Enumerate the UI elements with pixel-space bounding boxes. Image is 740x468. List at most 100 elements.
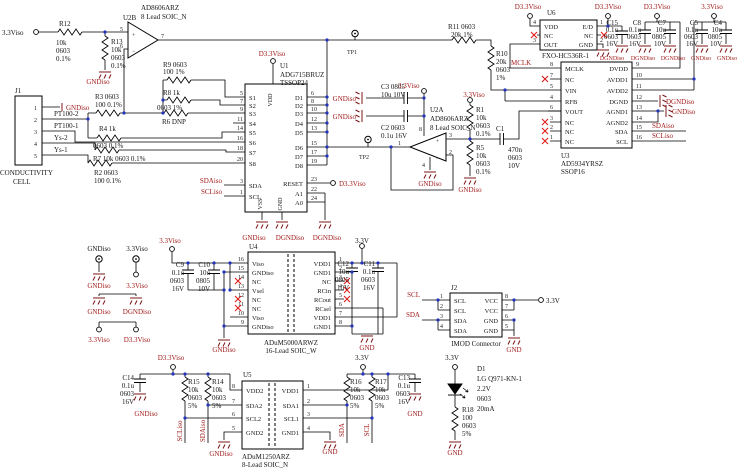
schematic-label: NC [565, 120, 574, 127]
schematic-label: DGNDiso [666, 98, 695, 106]
schematic-label: 10u [339, 268, 350, 276]
schematic-label: C10 [198, 261, 210, 269]
schematic-label: 13 [636, 105, 642, 111]
resistor-r8 [166, 96, 192, 104]
schematic-label: SDA [249, 183, 262, 190]
schematic-label: 3.3Viso [88, 336, 110, 344]
schematic-label: 11 [237, 117, 243, 123]
schematic-label: 1 [600, 20, 603, 26]
schematic-label: 0805 [708, 33, 723, 41]
schematic-label: TSSOP24 [280, 79, 309, 87]
schematic-label: 15 [636, 125, 642, 131]
schematic-label: 1 [307, 384, 310, 390]
schematic-label: AGND2 [606, 120, 628, 127]
schematic-label: R10 [496, 50, 508, 58]
schematic-label: 14 [238, 275, 244, 281]
schematic-label: 3.3Viso [126, 245, 148, 253]
schematic-label: NC [565, 129, 574, 136]
schematic-label: 0603 [496, 66, 511, 74]
schematic-label: 4 [533, 20, 536, 26]
schematic-label: 0.1u [686, 26, 699, 34]
schematic-label: MCLK [565, 66, 584, 73]
schematic-label: GNDiso [418, 180, 442, 188]
led-d1: D1 [477, 365, 486, 373]
schematic-label: 3.3V [355, 354, 369, 362]
schematic-label: 0603 [476, 160, 491, 168]
schematic-label: GNDiso [252, 324, 274, 331]
schematic-label: ADG715BRUZ [280, 71, 324, 79]
schematic-label: GNDiso [87, 282, 111, 290]
schematic-label: 0603 [476, 122, 491, 130]
schematic-label: 5 [34, 154, 37, 160]
schematic-label: 0603 [684, 33, 699, 41]
schematic-label: 10k [476, 114, 487, 122]
schematic-label: GNDiso [134, 410, 158, 418]
schematic-label: 4 [422, 163, 425, 169]
schematic-label: 3 [339, 275, 342, 281]
schematic-label: 16V [629, 40, 641, 48]
schematic-label: SCL [454, 298, 466, 305]
schematic-label: GNDiso [87, 245, 111, 253]
wires-u3 [509, 22, 695, 142]
schematic-label: 13 [238, 284, 244, 290]
schematic-label: VDD1 [282, 388, 299, 395]
schematic-label: 4 [440, 324, 443, 330]
schematic-label: 8 [419, 127, 422, 133]
schematic-label: 5 [505, 324, 508, 330]
port-3v3viso: 3.3Viso [2, 29, 24, 37]
schematic-label: 3 [550, 116, 553, 122]
connector-j1: J1 [15, 87, 22, 95]
schematic-label: 0.1u [606, 26, 619, 34]
schematic-label: 3.3Viso [126, 282, 148, 290]
schematic-label: R14 [212, 378, 224, 386]
schematic-label: R15 [188, 378, 200, 386]
schematic-label: 9 [240, 107, 243, 113]
schematic-label: C3 0805 [381, 83, 405, 91]
schematic-label: C2 0603 [381, 124, 405, 132]
schematic-label: 5% [350, 402, 360, 410]
resistor-r13 [101, 35, 109, 61]
schematic-label: DGNDiso [313, 234, 342, 242]
schematic-label: D8 [295, 163, 303, 170]
schematic-label: GND [506, 346, 521, 354]
schematic-label: PT100-2 [54, 110, 79, 118]
schematic-label: 5 [120, 27, 123, 33]
schematic-label: 10u 10V [381, 91, 405, 99]
schematic-label: NC [322, 279, 331, 286]
schematic-label: E/D [583, 24, 594, 31]
resistor-r3 [95, 109, 121, 117]
schematic-label: S7 [249, 150, 257, 157]
schematic-label: D3.3Viso [124, 336, 151, 344]
schematic-label: 23 [311, 177, 317, 183]
schematic-label: − [436, 156, 440, 162]
schematic-label: GNDiso [458, 186, 482, 194]
wire-layer [38, 19, 727, 443]
schematic-label: 1 [440, 294, 443, 300]
schematic-label: 0805 [196, 277, 211, 285]
capacitor-c13 [408, 378, 422, 383]
schematic-label: ADuM5000ARWZ [264, 339, 318, 347]
schematic-label: SCL [407, 291, 420, 299]
schematic-label: 22 [311, 187, 317, 193]
schematic-label: 16V [398, 398, 410, 406]
schematic-label: 0603 [627, 33, 642, 41]
schematic-label: R4 1k [99, 125, 116, 133]
schematic-label: ADuM1250ARZ [242, 453, 290, 461]
schematic-label: S1 [249, 95, 256, 102]
schematic-label: R7 10k 0603 0.1% [93, 155, 146, 163]
schematic-label: 2 [34, 118, 37, 124]
schematic-label: 3.3Viso [463, 91, 485, 99]
capacitor-c1 [499, 132, 504, 146]
schematic-label: 24 [311, 196, 317, 202]
schematic-label: SDA [454, 318, 467, 325]
schematic-label: DGNDiso [123, 308, 152, 316]
schematic-label: 10k [188, 386, 199, 394]
schematic-label: 12 [311, 117, 317, 123]
schematic-label: 100 0.1% [95, 101, 122, 109]
schematic-label: D4 [295, 121, 304, 128]
ic-adg715-body [244, 83, 308, 213]
resistor-r14 [204, 376, 212, 402]
schematic-label: SCL [249, 194, 261, 201]
schematic-label: R16 [350, 378, 362, 386]
schematic-label: GNDiso [66, 104, 90, 112]
